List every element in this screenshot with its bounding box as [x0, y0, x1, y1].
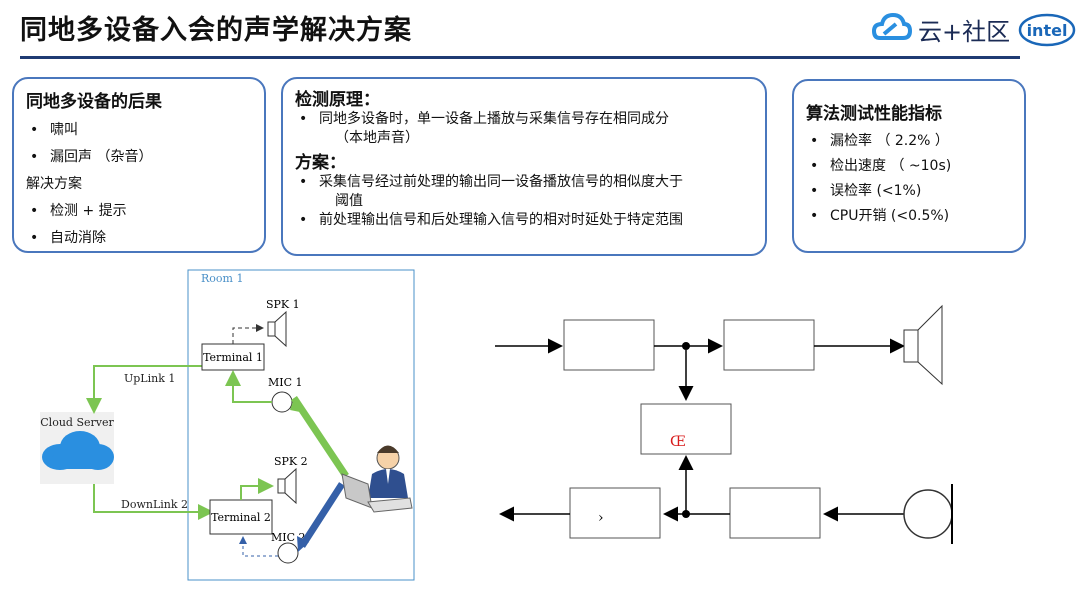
room-boundary — [187, 269, 415, 581]
brand-name: 云+社区 — [918, 18, 1011, 46]
cloud-icon — [42, 431, 114, 470]
speaker-icon — [903, 304, 943, 386]
uplink-arrow — [86, 365, 202, 414]
list-item: 同地多设备时，单一设备上播放与采集信号存在相同成分 — [295, 110, 753, 129]
list-item: 漏回声 （杂音） — [26, 148, 252, 167]
uplink-label: UpLink 1 — [124, 372, 175, 385]
title-divider — [20, 56, 1020, 59]
card-metrics: 算法测试性能指标 漏检率 （ 2.2% ） 检出速度 （ ~10s) 误检率 (… — [792, 79, 1026, 253]
mic-2-icon — [277, 542, 299, 564]
mic-1-link — [225, 370, 272, 403]
downlink-label: DownLink 2 — [121, 498, 188, 511]
block-top-right — [723, 319, 815, 371]
list-item: 前处理输出信号和后处理输入信号的相对时延处于特定范围 — [295, 211, 753, 230]
cloud-logo-icon — [871, 10, 913, 46]
person-laptop-icon — [341, 445, 413, 513]
block-top-left — [563, 319, 655, 371]
terminal-1-speaker-link — [232, 324, 264, 344]
list-item: 检测 + 提示 — [26, 202, 252, 221]
block-bottom-right — [729, 487, 821, 539]
principle-continuation: （本地声音） — [335, 130, 419, 146]
block-glyph: › — [598, 510, 604, 526]
solution-label: 解决方案 — [26, 176, 82, 192]
block-bottom-left — [569, 487, 661, 539]
signal-block-diagram: Œ › — [495, 304, 953, 544]
list-item: 检出速度 （ ~10s) — [806, 157, 1012, 176]
speaker-1-icon — [267, 310, 287, 348]
detector-block — [640, 403, 732, 455]
acoustic-path-mic-2 — [299, 482, 345, 548]
detector-glyph: Œ — [670, 434, 686, 450]
list-item: 漏检率 （ 2.2% ） — [806, 132, 1012, 151]
metrics-heading: 算法测试性能指标 — [806, 104, 942, 124]
terminal-2-label: Terminal 2 — [211, 511, 271, 524]
terminal-1-label: Terminal 1 — [203, 351, 263, 364]
card-consequences: 同地多设备的后果 啸叫 漏回声 （杂音） 解决方案 检测 + 提示 自动消除 — [12, 77, 266, 253]
cloud-server-label: Cloud Server — [40, 416, 114, 429]
downlink-arrow — [93, 484, 214, 520]
list-item: 自动消除 — [26, 229, 252, 248]
terminal-2-box — [209, 499, 273, 535]
list-item: CPU开销 (<0.5%) — [806, 207, 1012, 226]
list-item: 啸叫 — [26, 121, 252, 140]
principle-heading: 检测原理： — [295, 90, 380, 110]
spk-1-label: SPK 1 — [266, 298, 300, 311]
junction-top — [682, 342, 690, 350]
list-item: 采集信号经过前处理的输出同一设备播放信号的相似度大于 — [295, 173, 753, 192]
page-title: 同地多设备入会的声学解决方案 — [20, 15, 412, 46]
room-diagram: Room 1 Cloud Server UpLink 1 DownLink 2 … — [40, 269, 415, 581]
acoustic-path-mic-1 — [291, 396, 349, 478]
junction-bottom — [682, 510, 690, 518]
plan-continuation: 阈值 — [335, 193, 363, 209]
card-principle: 检测原理： 同地多设备时，单一设备上播放与采集信号存在相同成分 （本地声音） 方… — [281, 77, 767, 256]
spk-2-label: SPK 2 — [274, 455, 308, 468]
terminal-2-speaker-link — [240, 478, 274, 500]
card-consequences-heading: 同地多设备的后果 — [26, 92, 162, 112]
mic-1-label: MIC 1 — [268, 376, 303, 389]
room-label: Room 1 — [201, 272, 243, 285]
intel-logo: intel — [1018, 12, 1076, 48]
mic-1-icon — [271, 391, 293, 413]
speaker-2-icon — [277, 467, 297, 505]
list-item: 误检率 (<1%) — [806, 182, 1012, 201]
mic-2-label: MIC 2 — [271, 531, 306, 544]
partner-logo-text: intel — [1027, 21, 1068, 40]
plan-heading: 方案： — [295, 153, 346, 173]
microphone-icon — [903, 484, 953, 544]
